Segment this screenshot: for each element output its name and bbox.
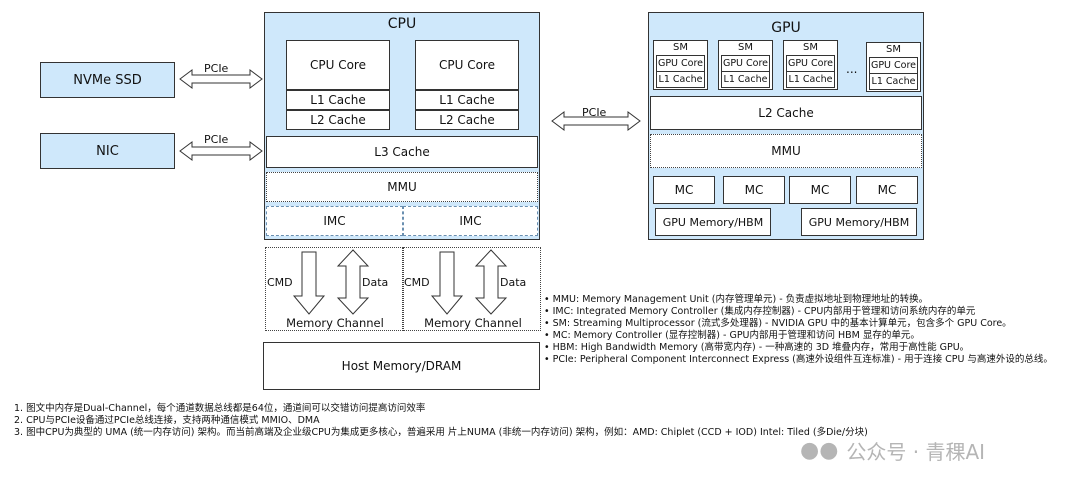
sm-label: SM bbox=[673, 42, 688, 53]
watermark: ●● 公众号 · 青稞AI bbox=[800, 436, 985, 465]
cpu-title: CPU bbox=[387, 16, 417, 32]
cpu-core-label: CPU Core bbox=[439, 58, 495, 72]
wechat-icon: ●● bbox=[800, 438, 839, 463]
gpu-mc-4: MC bbox=[856, 176, 918, 204]
gpu-core-label: GPU Core bbox=[656, 55, 705, 72]
mc-label: MC bbox=[810, 183, 830, 197]
gpu-mmu-label: MMU bbox=[771, 144, 801, 158]
sm-label: SM bbox=[886, 44, 901, 55]
gpu-mc-3: MC bbox=[789, 176, 851, 204]
l3-cache: L3 Cache bbox=[266, 136, 538, 168]
nic-label: NIC bbox=[96, 143, 119, 159]
pcie-label-nvme: PCIe bbox=[204, 62, 229, 75]
cpu-l1-cache-2: L1 Cache bbox=[415, 90, 519, 110]
cmd-arrow-2 bbox=[430, 251, 464, 315]
pcie-arrow-gpu bbox=[551, 111, 641, 131]
imc-2: IMC bbox=[403, 206, 538, 236]
legend-item-sm: • SM: Streaming Multiprocessor (流式多处理器) … bbox=[544, 318, 1012, 329]
cpu-l2-cache-2: L2 Cache bbox=[415, 110, 519, 130]
legend-text: MMU: Memory Management Unit (内存管理单元) - 负… bbox=[552, 294, 929, 305]
legend-text: IMC: Integrated Memory Controller (集成内存控… bbox=[552, 306, 976, 317]
gpu-mc-2: MC bbox=[723, 176, 785, 204]
data-arrow-2 bbox=[474, 249, 508, 315]
glossary-legend: • MMU: Memory Management Unit (内存管理单元) -… bbox=[544, 294, 1053, 366]
cpu-core-2: CPU Core bbox=[415, 40, 519, 90]
footnotes: 1. 图文中内存是Dual-Channel，每个通道数据总线都是64位，通道间可… bbox=[14, 403, 868, 439]
nic-box: NIC bbox=[40, 133, 175, 169]
legend-item-mmu: • MMU: Memory Management Unit (内存管理单元) -… bbox=[544, 294, 929, 305]
legend-text: PCIe: Peripheral Component Interconnect … bbox=[552, 354, 1053, 365]
sm-2: SM GPU Core L1 Cache bbox=[718, 40, 773, 90]
sm-4: SM GPU Core L1 Cache bbox=[866, 42, 921, 92]
cmd-label-1: CMD bbox=[267, 276, 293, 289]
l1-cache-label: L1 Cache bbox=[439, 93, 495, 107]
cmd-label-2: CMD bbox=[404, 276, 430, 289]
pcie-label-gpu: PCIe bbox=[582, 106, 607, 119]
gpu-core-label: GPU Core bbox=[869, 57, 918, 74]
data-arrow-1 bbox=[336, 249, 370, 315]
gpu-core-label: GPU Core bbox=[786, 55, 835, 72]
data-label-2: Data bbox=[500, 276, 527, 289]
sm-3: SM GPU Core L1 Cache bbox=[783, 40, 838, 90]
memory-channel-2 bbox=[403, 247, 541, 331]
imc-1: IMC bbox=[266, 206, 403, 236]
cpu-l2-cache-1: L2 Cache bbox=[286, 110, 390, 130]
host-memory-dram: Host Memory/DRAM bbox=[263, 342, 540, 390]
mc-label: MC bbox=[744, 183, 764, 197]
l2-cache-label: L2 Cache bbox=[439, 113, 495, 127]
cpu-mmu: MMU bbox=[266, 172, 538, 202]
hbm-label: GPU Memory/HBM bbox=[662, 215, 764, 229]
l2-cache-label: L2 Cache bbox=[310, 113, 366, 127]
data-label-1: Data bbox=[362, 276, 389, 289]
watermark-text: 公众号 · 青稞AI bbox=[846, 440, 986, 464]
cmd-arrow-1 bbox=[292, 251, 326, 315]
legend-text: MC: Memory Controller (显存控制器) - GPU内部用于管… bbox=[552, 330, 920, 341]
mc-label: MC bbox=[877, 183, 897, 197]
memory-channel-label-2: Memory Channel bbox=[424, 316, 522, 330]
host-memory-label: Host Memory/DRAM bbox=[341, 359, 462, 373]
pcie-label-nic: PCIe bbox=[204, 133, 229, 146]
mc-label: MC bbox=[674, 183, 694, 197]
gpu-hbm-1: GPU Memory/HBM bbox=[655, 208, 771, 236]
gpu-title: GPU bbox=[771, 20, 801, 36]
l3-cache-label: L3 Cache bbox=[374, 145, 430, 159]
note-1: 1. 图文中内存是Dual-Channel，每个通道数据总线都是64位，通道间可… bbox=[14, 403, 426, 414]
cpu-l1-cache-1: L1 Cache bbox=[286, 90, 390, 110]
nvme-ssd-label: NVMe SSD bbox=[73, 72, 142, 88]
memory-channel-1 bbox=[265, 247, 403, 331]
gpu-mc-1: MC bbox=[653, 176, 715, 204]
gpu-l1-cache-label: L1 Cache bbox=[656, 72, 705, 88]
sm-1: SM GPU Core L1 Cache bbox=[653, 40, 708, 90]
cpu-core-label: CPU Core bbox=[310, 58, 366, 72]
hbm-label: GPU Memory/HBM bbox=[808, 215, 910, 229]
gpu-core-label: GPU Core bbox=[721, 55, 770, 72]
memory-channel-label-1: Memory Channel bbox=[286, 316, 384, 330]
note-2: 2. CPU与PCIe设备通过PCIe总线连接，支持两种通信模式 MMIO、DM… bbox=[14, 415, 320, 426]
imc-label: IMC bbox=[459, 214, 482, 228]
pcie-arrow-nvme bbox=[179, 69, 263, 89]
gpu-l2-cache: L2 Cache bbox=[650, 96, 922, 130]
legend-item-pcie: • PCIe: Peripheral Component Interconnec… bbox=[544, 354, 1053, 365]
cpu-mmu-label: MMU bbox=[387, 180, 417, 194]
gpu-l1-cache-label: L1 Cache bbox=[721, 72, 770, 88]
legend-item-hbm: • HBM: High Bandwidth Memory (高带宽内存) - 一… bbox=[544, 342, 970, 353]
gpu-mmu: MMU bbox=[650, 134, 922, 168]
gpu-l2-cache-label: L2 Cache bbox=[758, 106, 814, 120]
gpu-hbm-2: GPU Memory/HBM bbox=[801, 208, 917, 236]
nvme-ssd-box: NVMe SSD bbox=[40, 62, 175, 98]
note-3: 3. 图中CPU为典型的 UMA (统一内存访问) 架构。而当前高端及企业级CP… bbox=[14, 427, 868, 438]
sm-label: SM bbox=[738, 42, 753, 53]
l1-cache-label: L1 Cache bbox=[310, 93, 366, 107]
sm-label: SM bbox=[803, 42, 818, 53]
cpu-core-1: CPU Core bbox=[286, 40, 390, 90]
legend-item-imc: • IMC: Integrated Memory Controller (集成内… bbox=[544, 306, 976, 317]
gpu-l1-cache-label: L1 Cache bbox=[869, 74, 918, 90]
gpu-l1-cache-label: L1 Cache bbox=[786, 72, 835, 88]
imc-label: IMC bbox=[323, 214, 346, 228]
legend-text: HBM: High Bandwidth Memory (高带宽内存) - 一种高… bbox=[552, 342, 970, 353]
legend-text: SM: Streaming Multiprocessor (流式多处理器) - … bbox=[552, 318, 1012, 329]
sm-ellipsis: ... bbox=[846, 62, 858, 76]
legend-item-mc: • MC: Memory Controller (显存控制器) - GPU内部用… bbox=[544, 330, 920, 341]
pcie-arrow-nic bbox=[179, 141, 263, 161]
